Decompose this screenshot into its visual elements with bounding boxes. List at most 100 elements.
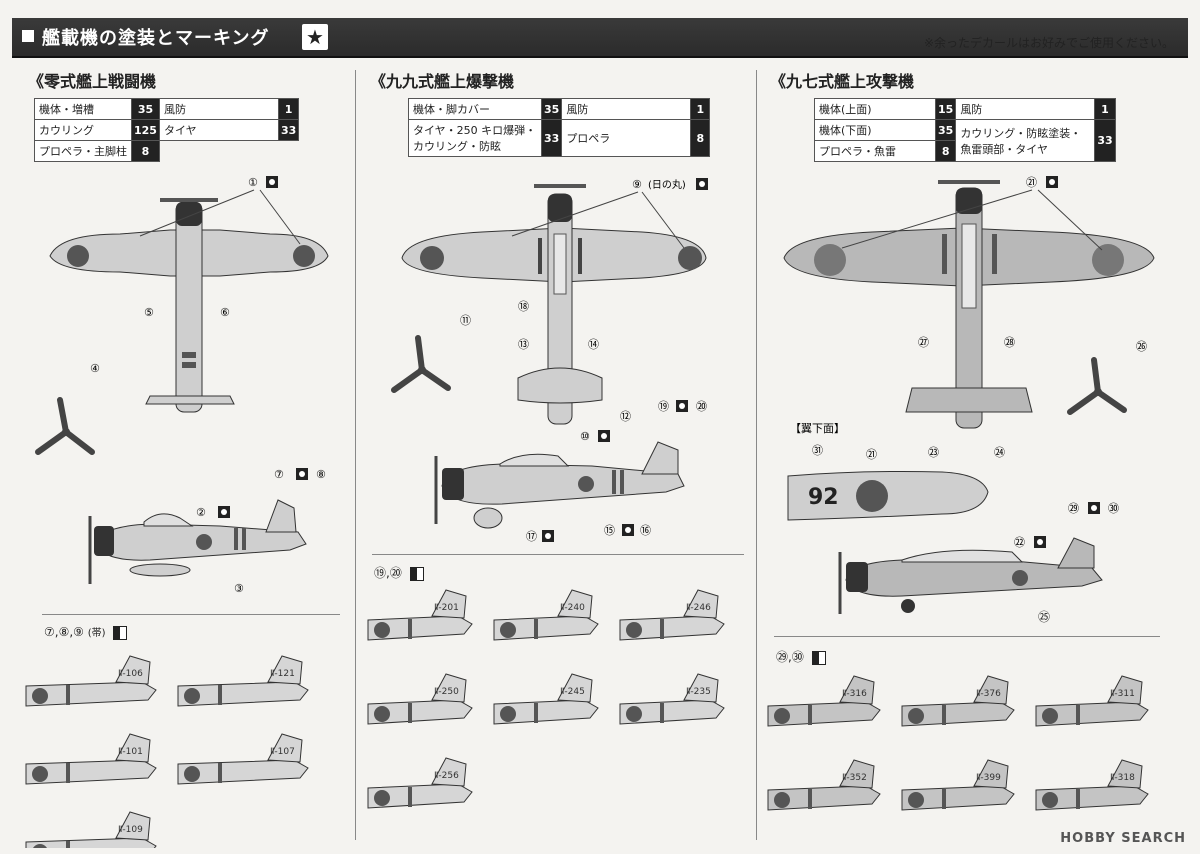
- hinomaru: [184, 688, 200, 704]
- callout-21: ㉑: [1026, 176, 1037, 189]
- tail-variant: Ⅱ-352: [767, 759, 881, 811]
- fuselage-band: [66, 685, 70, 705]
- star-icon: ★: [302, 24, 328, 50]
- fuselage-band: [1076, 705, 1080, 725]
- tail-code: Ⅱ-376: [976, 689, 1001, 699]
- hinomaru: [33, 844, 47, 848]
- val-drawings: ⑨ (日の丸) ⑱ ⑬ ⑭ ⑪ ⑫ ⑲: [391, 178, 708, 543]
- kate-top-view: [783, 180, 1155, 429]
- callout-26: ㉖: [1136, 340, 1147, 353]
- tail-variant: Ⅱ-318: [1035, 759, 1149, 811]
- fuselage-band: [408, 619, 412, 639]
- callout-7: ⑦: [274, 468, 284, 481]
- divider-line: [372, 554, 744, 555]
- tail-fin: [973, 759, 1009, 789]
- callout-18: ⑱: [518, 300, 529, 313]
- page-title: 艦載機の塗装とマーキング: [42, 28, 270, 49]
- callout-2: ②: [196, 506, 206, 519]
- tail-variant: Ⅱ-316: [767, 675, 881, 727]
- callout-8: ⑧: [316, 468, 326, 481]
- val-propeller-drawing: [391, 335, 451, 393]
- header-square-icon: [22, 30, 34, 42]
- tail-fin: [683, 673, 719, 703]
- hinomaru: [500, 706, 516, 722]
- fuselage-band: [534, 703, 538, 723]
- section-header: 艦載機の塗装とマーキング ★: [12, 18, 1188, 58]
- zero-propeller-drawing: [35, 397, 95, 455]
- tail-code: Ⅱ-245: [560, 687, 585, 697]
- tail-code: Ⅱ-316: [842, 689, 867, 699]
- zero-side-view: [88, 499, 307, 584]
- fuselage-band: [1076, 789, 1080, 809]
- callout-16: ⑯: [640, 524, 651, 537]
- tail-code: Ⅱ-101: [118, 747, 143, 757]
- tail-fin: [431, 673, 467, 703]
- aircraft-name: 《九七式艦上攻撃機: [770, 72, 915, 91]
- tail-variant: Ⅱ-109: [25, 811, 157, 848]
- tail-code: Ⅱ-246: [686, 603, 711, 613]
- tail-fin: [557, 589, 593, 619]
- wing-underside-label: 【翼下面】: [790, 422, 845, 435]
- callout-28: ㉘: [1004, 336, 1015, 349]
- callout-31: ㉛: [812, 444, 823, 457]
- callout-10: ⑩: [580, 430, 590, 443]
- callout-23: ㉓: [928, 446, 939, 459]
- callout-29: ㉙: [1068, 502, 1079, 515]
- tail-code: Ⅱ-250: [434, 687, 459, 697]
- variants-heading: ⑲,⑳: [374, 564, 424, 581]
- tail-fin: [973, 675, 1009, 705]
- hinomaru: [374, 790, 390, 806]
- callout-4: ④: [90, 362, 100, 375]
- tail-fin: [115, 811, 151, 841]
- tail-variant: Ⅱ-121: [177, 655, 309, 707]
- tail-code: Ⅱ-109: [118, 825, 143, 835]
- tail-code: Ⅱ-240: [560, 603, 585, 613]
- tail-code: Ⅱ-201: [434, 603, 459, 613]
- decal-note: ※余ったデカールはお好みでご使用ください。: [923, 36, 1174, 50]
- callout-20: ⑳: [696, 400, 707, 413]
- fuselage-band: [408, 787, 412, 807]
- tail-fin: [1107, 675, 1143, 705]
- callout-5: ⑤: [144, 306, 154, 319]
- callout-12: ⑫: [620, 410, 631, 423]
- fuselage-band: [408, 703, 412, 723]
- fuselage-band: [218, 685, 222, 705]
- tail-variant: Ⅱ-201: [367, 589, 473, 641]
- fuselage-band: [942, 789, 946, 809]
- hinomaru: [1042, 708, 1058, 724]
- hinomaru: [32, 688, 48, 704]
- aircraft-name: 《九九式艦上爆撃機: [370, 72, 515, 91]
- fuselage-band: [942, 705, 946, 725]
- decal-icon: [409, 566, 424, 581]
- fuselage-band: [218, 763, 222, 783]
- hinomaru: [184, 766, 200, 782]
- tail-code: Ⅱ-235: [686, 687, 711, 697]
- callout-19: ⑲: [658, 400, 669, 413]
- callout-15: ⑮: [604, 524, 615, 537]
- variants-heading: ㉙,㉚: [776, 648, 826, 665]
- variants-label: ⑦,⑧,⑨: [44, 625, 84, 639]
- callout-30: ㉚: [1108, 502, 1119, 515]
- tail-variant: Ⅱ-245: [493, 673, 599, 725]
- variants-label: ⑲,⑳: [374, 566, 402, 580]
- tail-variant: Ⅱ-106: [25, 655, 157, 707]
- tail-code: Ⅱ-311: [1110, 689, 1135, 699]
- callout-17: ⑰: [526, 530, 537, 543]
- tail-fin: [557, 673, 593, 703]
- decal-icon: [113, 625, 128, 640]
- tail-variant: Ⅱ-107: [177, 733, 309, 785]
- callout-1: ①: [248, 176, 258, 189]
- fuselage-band: [808, 789, 812, 809]
- hinomaru: [32, 766, 48, 782]
- variants-label: ㉙,㉚: [776, 650, 804, 664]
- tail-fin: [115, 655, 151, 685]
- fuselage-band: [534, 619, 538, 639]
- callout-13: ⑬: [518, 338, 529, 351]
- callout-6: ⑥: [220, 306, 230, 319]
- hinomaru: [626, 622, 642, 638]
- divider-line: [42, 614, 340, 615]
